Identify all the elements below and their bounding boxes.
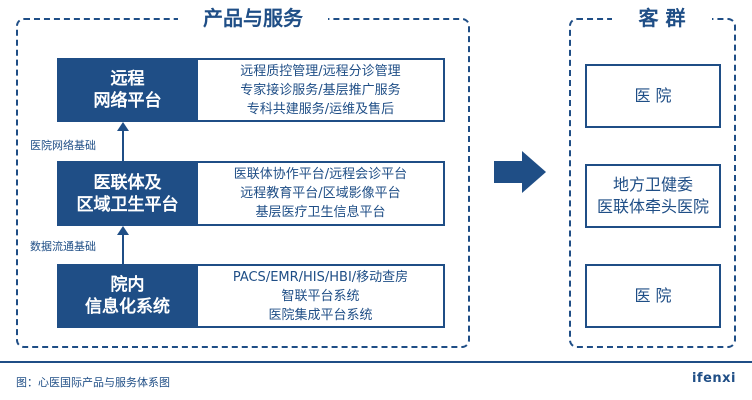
layer-remote-network-label: 远程 网络平台 (57, 58, 198, 122)
service-item: 专科共建服务/运维及售后 (246, 101, 395, 117)
customer-label: 医联体牵头医院 (596, 197, 709, 216)
layer-hospital-it-items: PACS/EMR/HIS/HBI/移动查房 智联平台系统 医院集成平台系统 (198, 264, 445, 328)
layer-label-line: 院内 (110, 275, 145, 295)
layer-regional-health-items: 医联体协作平台/远程会诊平台 远程教育平台/区域影像平台 基层医疗卫生信息平台 (198, 161, 445, 226)
service-item: 基层医疗卫生信息平台 (255, 205, 386, 220)
connector-label-data: 数据流通基础 (30, 240, 96, 254)
service-item: 智联平台系统 (281, 288, 360, 304)
connector-label-network: 医院网络基础 (30, 139, 96, 153)
connector-line (122, 130, 124, 161)
layer-label-line: 区域卫生平台 (76, 194, 179, 215)
layer-hospital-it: 院内 信息化系统 PACS/EMR/HIS/HBI/移动查房 智联平台系统 医院… (57, 264, 445, 328)
customer-box-hospital-top: 医 院 (585, 64, 721, 128)
layer-remote-network: 远程 网络平台 远程质控管理/远程分诊管理 专家接诊服务/基层推广服务 专科共建… (57, 58, 445, 122)
customer-box-health-commission: 地方卫健委 医联体牵头医院 (585, 164, 721, 228)
customer-label: 医 院 (634, 86, 672, 105)
customer-box-hospital-bottom: 医 院 (585, 264, 721, 328)
layer-label-line: 医联体及 (93, 172, 162, 193)
service-item: 远程质控管理/远程分诊管理 (240, 63, 401, 79)
service-item: 医联体协作平台/远程会诊平台 (233, 167, 408, 182)
service-item: PACS/EMR/HIS/HBI/移动查房 (232, 269, 409, 285)
layer-remote-network-items: 远程质控管理/远程分诊管理 专家接诊服务/基层推广服务 专科共建服务/运维及售后 (198, 58, 445, 122)
service-item: 远程教育平台/区域影像平台 (240, 186, 401, 201)
customers-title: 客 群 (612, 6, 712, 30)
layer-label-line: 网络平台 (93, 91, 162, 111)
customer-label: 医 院 (634, 286, 672, 305)
brand-logo: ifenxi (691, 371, 736, 386)
service-item: 专家接诊服务/基层推广服务 (240, 82, 401, 98)
layer-label-line: 远程 (110, 69, 145, 89)
up-arrow-icon (117, 226, 129, 235)
layer-regional-health-label: 医联体及 区域卫生平台 (57, 161, 198, 226)
layer-label-line: 信息化系统 (85, 297, 170, 317)
customer-label: 地方卫健委 (612, 175, 693, 194)
layer-hospital-it-label: 院内 信息化系统 (57, 264, 198, 328)
figure-caption: 图：心医国际产品与服务体系图 (16, 376, 170, 389)
products-title: 产品与服务 (178, 6, 328, 30)
footer-divider (0, 361, 752, 363)
service-item: 医院集成平台系统 (268, 307, 373, 323)
right-arrow-head (522, 151, 546, 193)
up-arrow-icon (117, 122, 129, 131)
layer-regional-health: 医联体及 区域卫生平台 医联体协作平台/远程会诊平台 远程教育平台/区域影像平台… (57, 161, 445, 226)
connector-line (122, 234, 124, 264)
right-arrow-icon (494, 161, 524, 183)
